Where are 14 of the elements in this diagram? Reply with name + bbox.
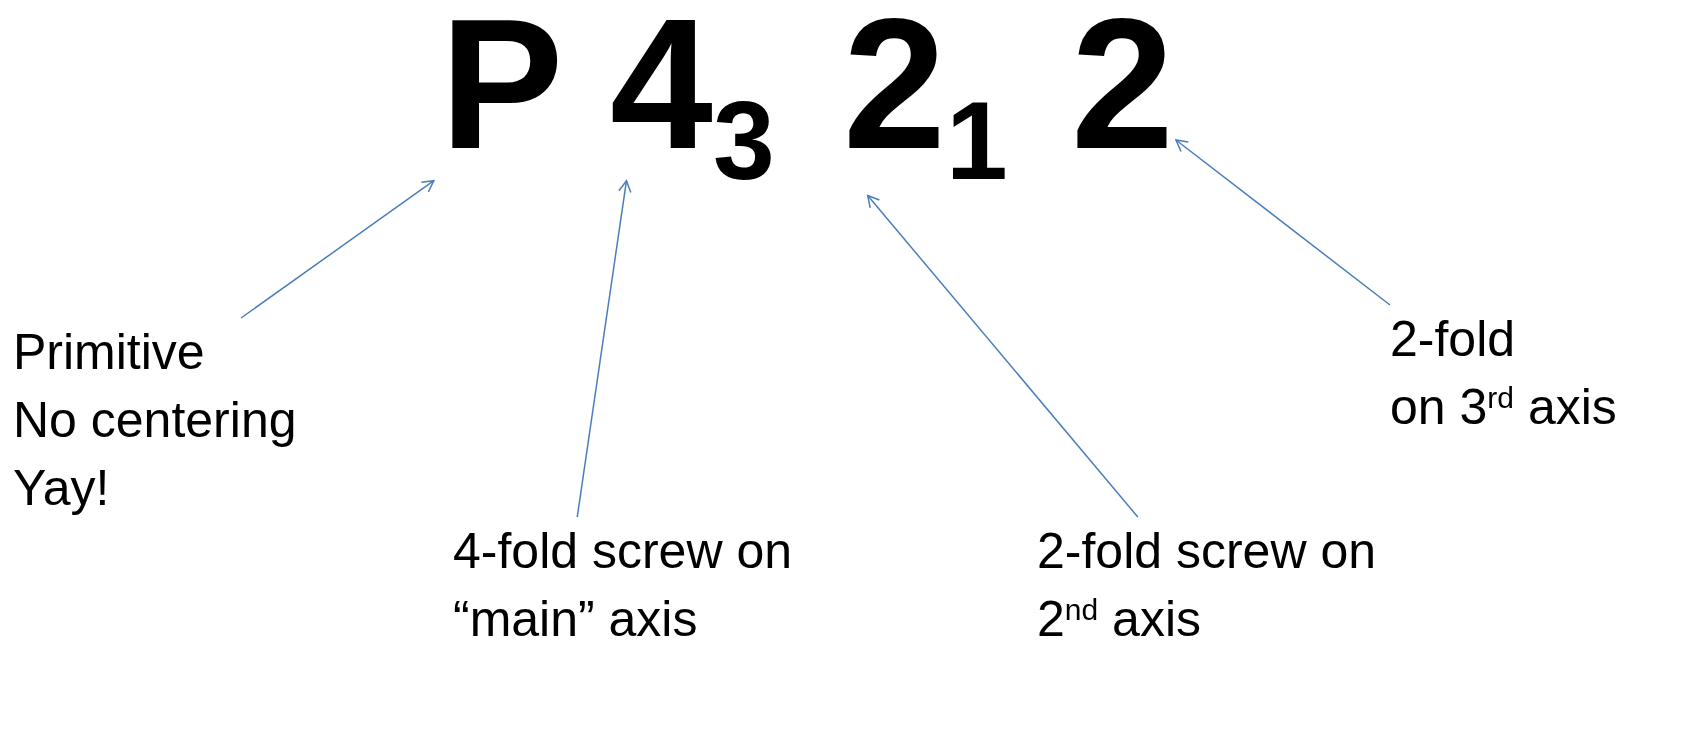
annotation-line: Primitive — [13, 323, 206, 382]
annotation-line: Yay! — [13, 459, 111, 518]
annotation-text: 4-fold screw on “main” axis — [453, 517, 808, 653]
annotation-line: No centering — [13, 391, 298, 450]
arrow — [1175, 139, 1391, 306]
annotation-line: on 3$^{rd}$ axis — [1390, 378, 1618, 437]
arrow — [576, 179, 632, 518]
arrow — [866, 194, 1139, 518]
symbol-part: 2 — [1071, 0, 1174, 177]
symbol-part: P — [440, 0, 564, 177]
arrow — [240, 179, 435, 319]
annotation-line: 2-fold — [1390, 310, 1517, 369]
symbol-part: 2$_{1}$ — [843, 0, 1008, 177]
annotation-text: 2-fold screw on 2$^{nd}$ axis — [1037, 517, 1397, 653]
